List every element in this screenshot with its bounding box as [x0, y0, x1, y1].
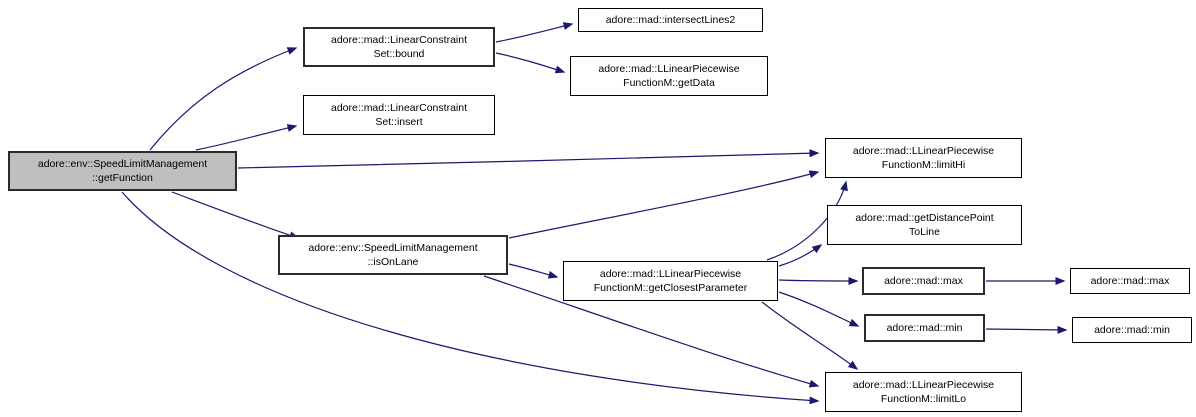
node-llinearpiecewisefunctionm-limithi[interactable]: adore::mad::LLinearPiecewise FunctionM::…: [825, 138, 1022, 178]
edge-getFunction-isOnLane: [171, 191, 300, 240]
edge-getClosestParameter-limitHi: [766, 180, 848, 261]
edge-getClosestParameter-min: [778, 291, 860, 327]
edge-getFunction-bound: [149, 47, 298, 151]
node-label: adore::mad::intersectLines2: [605, 14, 736, 26]
node-label: Set::bound: [373, 48, 425, 60]
node-label: adore::mad::min: [886, 322, 963, 334]
node-linearconstraintset-bound[interactable]: adore::mad::LinearConstraint Set::bound: [303, 27, 495, 67]
edge-getFunction-limitHi: [237, 149, 820, 169]
node-label: adore::mad::LinearConstraint: [331, 34, 467, 46]
node-intersectlines2[interactable]: adore::mad::intersectLines2: [578, 8, 763, 32]
edge-isOnLane-limitHi: [508, 170, 820, 239]
node-label: adore::mad::LLinearPiecewise: [598, 63, 740, 75]
node-label: FunctionM::getData: [623, 77, 715, 89]
node-llinearpiecewisefunctionm-getclosestparameter[interactable]: adore::mad::LLinearPiecewise FunctionM::…: [563, 261, 778, 301]
node-label: adore::mad::LinearConstraint: [331, 102, 467, 114]
node-label: adore::mad::max: [1090, 275, 1170, 287]
node-speedlimitmanagement-isonlane[interactable]: adore::env::SpeedLimitManagement ::isOnL…: [278, 235, 508, 275]
edge-getFunction-insert: [195, 124, 298, 151]
node-label: ::getFunction: [92, 172, 153, 184]
node-llinearpiecewisefunctionm-limitlo[interactable]: adore::mad::LLinearPiecewise FunctionM::…: [825, 372, 1022, 412]
node-label: adore::mad::LLinearPiecewise: [852, 379, 995, 391]
node-label: adore::mad::LLinearPiecewise: [852, 145, 995, 157]
edge-bound-getData: [495, 52, 566, 74]
node-label: adore::mad::LLinearPiecewise: [599, 268, 742, 280]
node-label: adore::env::SpeedLimitManagement: [308, 242, 478, 254]
edge-isOnLane-getClosestParameter: [508, 263, 559, 279]
node-label: FunctionM::limitHi: [881, 159, 966, 171]
edge-getClosestParameter-getDistancePointToLine: [778, 244, 823, 267]
node-getdistancepointtoline[interactable]: adore::mad::getDistancePoint ToLine: [827, 205, 1022, 245]
edge-min-min2: [985, 325, 1068, 334]
node-getfunction-root: adore::env::SpeedLimitManagement ::getFu…: [8, 151, 237, 191]
node-label: adore::mad::min: [1094, 324, 1170, 336]
node-label: ToLine: [909, 226, 940, 238]
node-max-right[interactable]: adore::mad::max: [1070, 268, 1190, 294]
node-linearconstraintset-insert[interactable]: adore::mad::LinearConstraint Set::insert: [303, 95, 495, 135]
edge-getClosestParameter-max: [778, 276, 859, 285]
edge-isOnLane-limitLo: [483, 275, 820, 388]
node-max-left[interactable]: adore::mad::max: [862, 267, 985, 295]
node-label: FunctionM::getClosestParameter: [593, 282, 748, 294]
node-label: ::isOnLane: [367, 256, 419, 268]
node-min-right[interactable]: adore::mad::min: [1072, 317, 1192, 343]
node-label: adore::mad::max: [884, 275, 963, 287]
edge-getClosestParameter-limitLo: [761, 301, 859, 370]
edge-bound-intersectLines2: [495, 22, 574, 43]
node-min-left[interactable]: adore::mad::min: [864, 314, 985, 342]
node-label: FunctionM::limitLo: [880, 393, 967, 405]
node-llinearpiecewisefunctionm-getdata[interactable]: adore::mad::LLinearPiecewise FunctionM::…: [570, 56, 768, 96]
node-label: adore::env::SpeedLimitManagement: [37, 158, 208, 170]
node-label: adore::mad::getDistancePoint: [855, 212, 994, 224]
edge-getFunction-limitLo: [121, 191, 820, 405]
node-label: Set::insert: [375, 116, 423, 128]
